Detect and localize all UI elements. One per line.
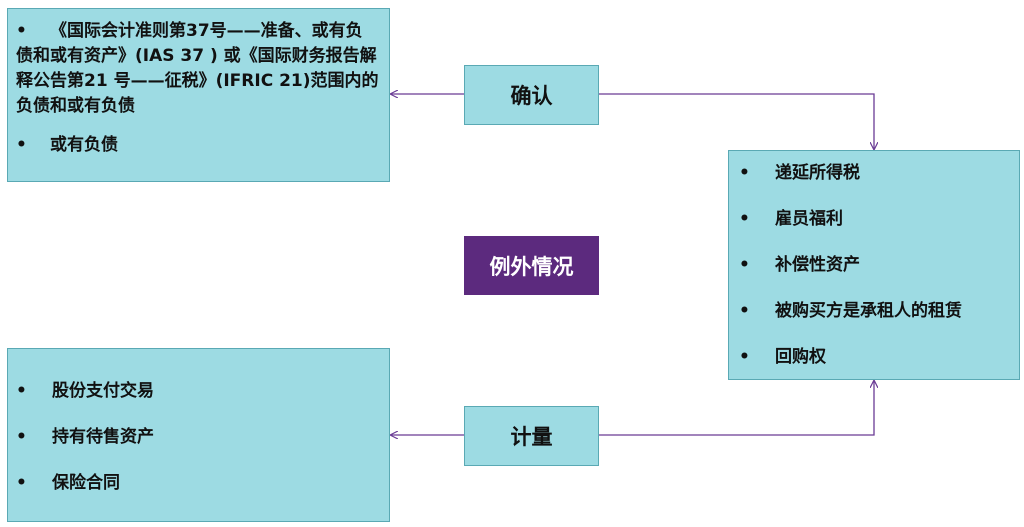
exceptions-title: 例外情况 [464,236,599,295]
list-item: • 雇员福利 [739,207,1011,232]
list-item: • 递延所得税 [739,161,1011,186]
bullet: • [16,427,27,447]
list-item-text: 被购买方是承租人的租赁 [775,301,962,321]
bullet: • [739,347,750,367]
list-item-text: 雇员福利 [775,209,843,229]
list-item: • 保险合同 [16,471,379,496]
bullet: • [16,473,27,493]
both-exceptions-box: • 递延所得税 • 雇员福利 • 补偿性资产 • 被购买方是承租人的租赁 • 回… [728,150,1020,380]
list-item-text: 回购权 [775,347,826,367]
bullet: • [739,301,750,321]
list-item-text: 补偿性资产 [775,255,860,275]
recognition-label: 确认 [464,65,599,125]
measurement-exceptions-box: • 股份支付交易 • 持有待售资产 • 保险合同 [7,348,390,522]
confirm-to-right-arrow [599,93,874,149]
bullet: • [16,21,27,41]
list-item: • 被购买方是承租人的租赁 [739,299,1011,324]
list-item-text: 股份支付交易 [52,381,154,401]
list-item: • 或有负债 [16,133,379,158]
bullet: • [16,135,27,155]
list-item: • 补偿性资产 [739,253,1011,278]
list-item-text: 《国际会计准则第37号——准备、或有负债和或有资产》(IAS 37 ) 或《国际… [16,21,379,116]
list-item: • 持有待售资产 [16,425,379,450]
bullet: • [16,381,27,401]
list-item: • 股份支付交易 [16,379,379,404]
list-item-text: 或有负债 [50,135,118,155]
bullet: • [739,209,750,229]
bullet: • [739,255,750,275]
measure-to-right-arrow [599,381,874,436]
measurement-label: 计量 [464,406,599,466]
list-item: • 《国际会计准则第37号——准备、或有负债和或有资产》(IAS 37 ) 或《… [16,19,379,119]
list-item-text: 保险合同 [52,473,120,493]
bullet: • [739,163,750,183]
list-item-text: 持有待售资产 [52,427,154,447]
list-item: • 回购权 [739,345,1011,370]
recognition-exceptions-box: • 《国际会计准则第37号——准备、或有负债和或有资产》(IAS 37 ) 或《… [7,8,390,182]
list-item-text: 递延所得税 [775,163,860,183]
